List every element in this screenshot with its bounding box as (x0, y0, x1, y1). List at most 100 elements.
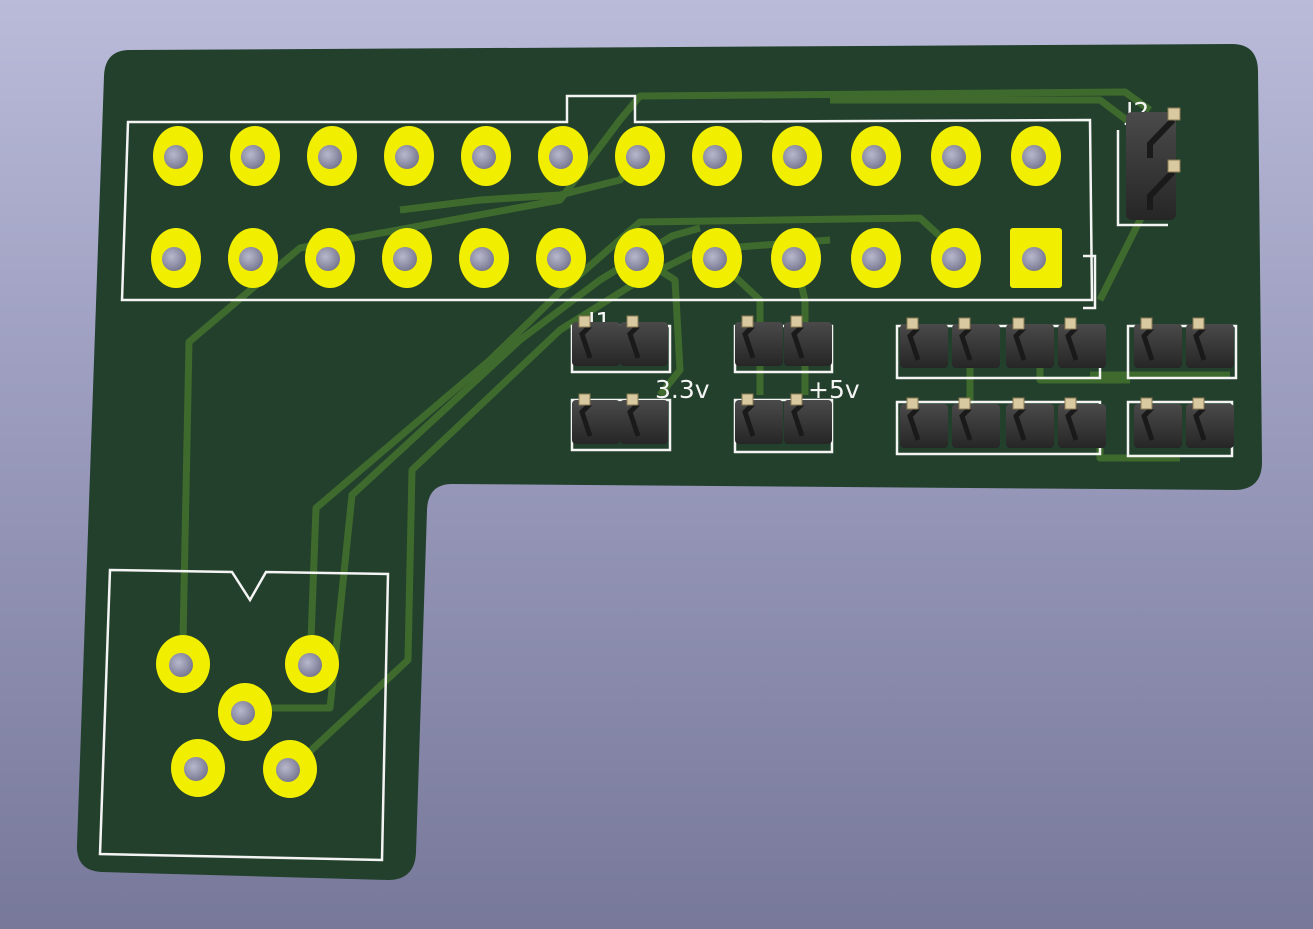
pin-body (900, 324, 948, 368)
pin-post (1065, 326, 1079, 361)
drill-hole (393, 247, 417, 271)
drill-hole (1022, 145, 1046, 169)
pin-tip (1064, 317, 1077, 330)
pin-tip (578, 393, 591, 406)
pin-headers (572, 107, 1234, 448)
header-pin (620, 393, 668, 444)
pin-tip (626, 315, 639, 328)
drill-hole (862, 247, 886, 271)
pin-post (627, 402, 641, 437)
pin-body (784, 400, 832, 444)
drill-hole (162, 247, 186, 271)
pin-post (1013, 406, 1027, 441)
pin-body (952, 404, 1000, 448)
drill-hole (472, 145, 496, 169)
pin-post (579, 402, 593, 437)
pin-tip (1064, 397, 1077, 410)
pin-tip (1167, 107, 1181, 121)
main-header-pads (151, 126, 1062, 288)
drill-hole (239, 247, 263, 271)
pin-post (742, 324, 756, 359)
pin-tip (906, 317, 919, 330)
header-pin (620, 315, 668, 366)
pin-body (572, 322, 620, 366)
label-5v: +5v (808, 375, 860, 404)
pin-body (1058, 324, 1106, 368)
pin-body (1186, 324, 1234, 368)
drill-hole (318, 145, 342, 169)
pin-body (784, 322, 832, 366)
pin-tip (741, 393, 754, 406)
pin-body (1186, 404, 1234, 448)
drill-hole (703, 145, 727, 169)
drill-hole (298, 653, 322, 677)
pin-post (1141, 406, 1155, 441)
drill-hole (316, 247, 340, 271)
drill-hole (782, 247, 806, 271)
header-pin (1134, 317, 1182, 368)
j2-body (1126, 112, 1176, 220)
pin-tip (790, 393, 803, 406)
pin-body (1006, 404, 1054, 448)
drill-hole (862, 145, 886, 169)
header-pin (1006, 397, 1054, 448)
pin-body (735, 400, 783, 444)
pin-post (1193, 406, 1207, 441)
j2-header (1126, 107, 1181, 220)
header-pin (1058, 397, 1106, 448)
pin-post (579, 324, 593, 359)
pin-post (907, 326, 921, 361)
drill-hole (164, 145, 188, 169)
header-pin (1186, 397, 1234, 448)
drill-hole (549, 145, 573, 169)
header-pin (900, 397, 948, 448)
drill-hole (942, 145, 966, 169)
drill-hole (169, 653, 193, 677)
header-pin (784, 393, 832, 444)
pin-post (627, 324, 641, 359)
label-3v3: 3.3v (655, 375, 710, 404)
pin-post (791, 324, 805, 359)
header-pin (1006, 317, 1054, 368)
pin-post (1141, 326, 1155, 361)
drill-hole (1022, 247, 1046, 271)
header-pin (572, 315, 620, 366)
pin-body (1058, 404, 1106, 448)
pin-tip (1167, 159, 1181, 173)
header-pin (1186, 317, 1234, 368)
drill-hole (942, 247, 966, 271)
pin-post (1193, 326, 1207, 361)
drill-hole (703, 247, 727, 271)
pin-body (1134, 324, 1182, 368)
pin-tip (1012, 397, 1025, 410)
header-pin (784, 315, 832, 366)
pin-tip (626, 393, 639, 406)
header-pin (572, 393, 620, 444)
pin-tip (1140, 317, 1153, 330)
pin-post (959, 326, 973, 361)
pin-post (907, 406, 921, 441)
header-pin (952, 397, 1000, 448)
header-pin (1134, 397, 1182, 448)
pin-body (1134, 404, 1182, 448)
drill-hole (626, 145, 650, 169)
drill-hole (241, 145, 265, 169)
pin-tip (958, 397, 971, 410)
pin-tip (1192, 317, 1205, 330)
drill-hole (470, 247, 494, 271)
connector-pads (156, 635, 339, 798)
pin-post (742, 402, 756, 437)
pin-body (620, 400, 668, 444)
header-pin (735, 315, 783, 366)
header-pin (735, 393, 783, 444)
pin-tip (790, 315, 803, 328)
pin-tip (578, 315, 591, 328)
drill-hole (184, 757, 208, 781)
pin-tip (741, 315, 754, 328)
header-pin (1058, 317, 1106, 368)
header-pin (952, 317, 1000, 368)
pin-post (959, 406, 973, 441)
pin-post (1013, 326, 1027, 361)
pin-post (1147, 169, 1176, 210)
